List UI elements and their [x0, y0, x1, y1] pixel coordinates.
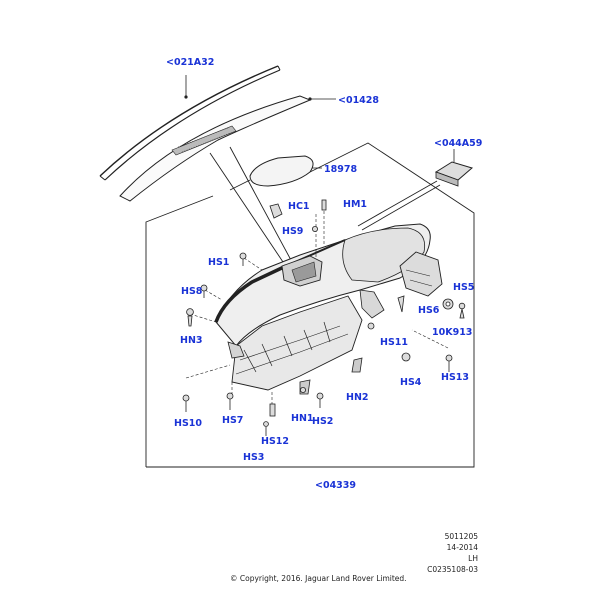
callout-01428[interactable]: <01428 [338, 95, 380, 106]
callout-10k913[interactable]: 10K913 [432, 327, 473, 338]
callout-hn3[interactable]: HN3 [180, 335, 203, 346]
callout-hs9[interactable]: HS9 [282, 226, 304, 237]
callout-hs12[interactable]: HS12 [261, 436, 290, 447]
sensor-module-part[interactable] [434, 149, 474, 187]
callout-04339[interactable]: <04339 [315, 480, 357, 491]
callout-044a59[interactable]: <044A59 [434, 138, 483, 149]
callout-18978[interactable]: 18978 [324, 164, 358, 175]
callout-hc1[interactable]: HC1 [288, 201, 310, 212]
dashboard-assembly[interactable] [214, 223, 443, 395]
callout-hn1[interactable]: HN1 [291, 413, 314, 424]
windscreen-seal-part[interactable] [99, 65, 281, 181]
callout-hs8[interactable]: HS8 [181, 286, 203, 297]
callout-hs4[interactable]: HS4 [400, 377, 422, 388]
callout-hs11[interactable]: HS11 [380, 337, 409, 348]
callout-hs3[interactable]: HS3 [243, 452, 265, 463]
diagram-code: 5011205 [444, 532, 478, 541]
callout-hs2[interactable]: HS2 [312, 416, 334, 427]
callout-hm1[interactable]: HM1 [343, 199, 368, 210]
diagram-side: LH [468, 554, 478, 563]
copyright-notice: © Copyright, 2016. Jaguar Land Rover Lim… [230, 574, 407, 583]
fastener-guides [185, 206, 449, 408]
dash-top-panel-part[interactable] [119, 95, 336, 202]
callout-hs7[interactable]: HS7 [222, 415, 244, 426]
callout-hs13[interactable]: HS13 [441, 372, 470, 383]
fasteners [182, 199, 466, 436]
callout-hs6[interactable]: HS6 [418, 305, 440, 316]
callout-hn2[interactable]: HN2 [346, 392, 369, 403]
callout-021a32[interactable]: <021A32 [166, 57, 215, 68]
callout-hs10[interactable]: HS10 [174, 418, 203, 429]
callout-hs5[interactable]: HS5 [453, 282, 475, 293]
diagram-reference: C0235108-03 [427, 565, 478, 574]
callout-hs1[interactable]: HS1 [208, 257, 230, 268]
diagram-date: 14-2014 [446, 543, 478, 552]
assembly-frame [145, 142, 475, 468]
